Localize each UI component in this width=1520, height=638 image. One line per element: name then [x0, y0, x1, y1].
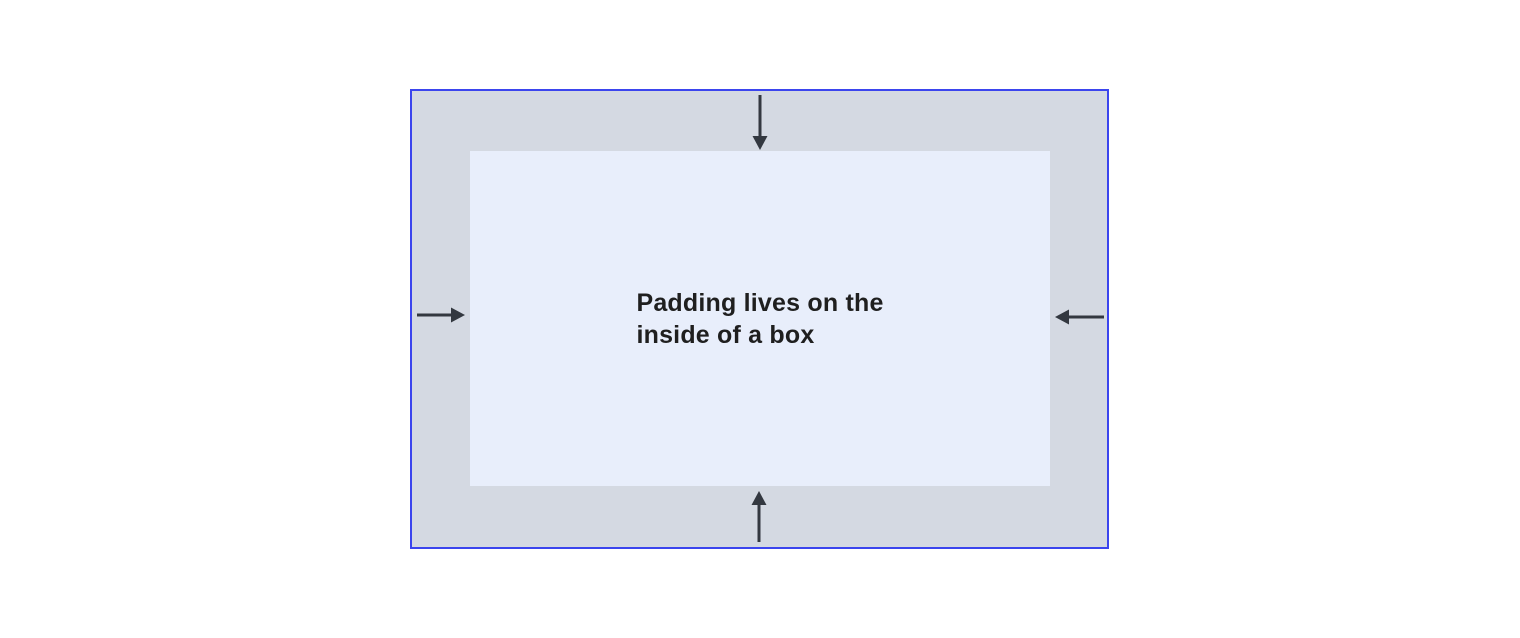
arrow-up-icon	[751, 491, 767, 542]
arrow-down-icon	[752, 95, 768, 150]
arrow-left-icon	[1055, 309, 1104, 325]
padding-caption: Padding lives on the inside of a box	[636, 288, 884, 349]
content-box: Padding lives on the inside of a box	[470, 151, 1050, 486]
padding-box-outer: Padding lives on the inside of a box	[410, 89, 1109, 549]
arrow-right-icon	[417, 307, 465, 323]
